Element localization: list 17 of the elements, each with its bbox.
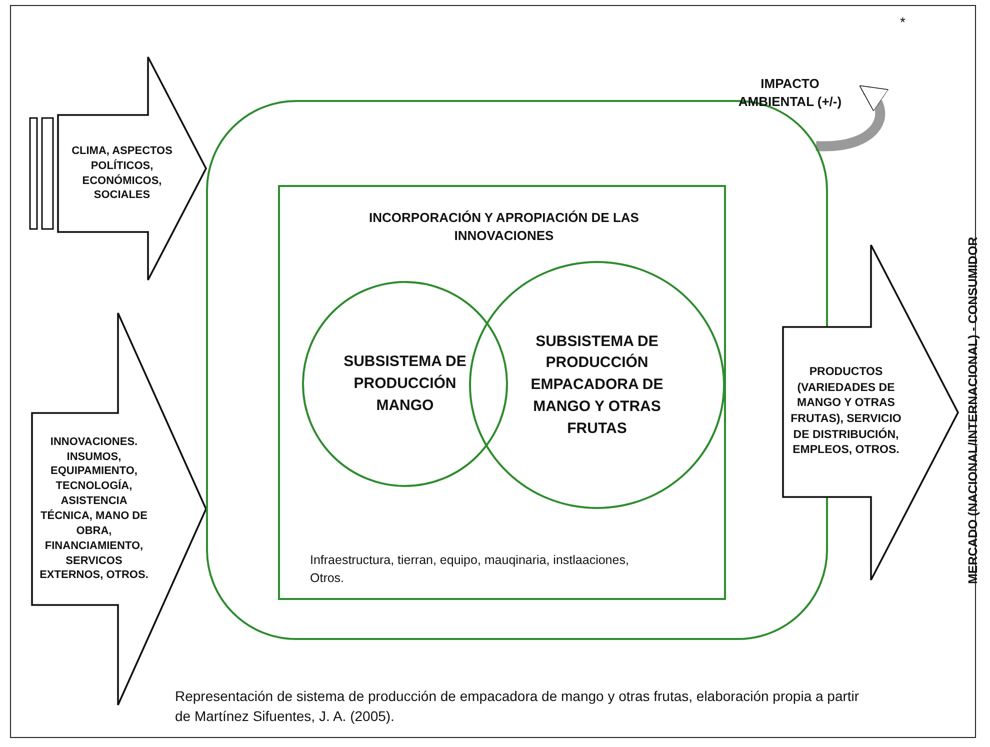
- arrow-text: CLIMA, ASPECTOS POLÍTICOS, ECONÓMICOS, SOCIALES: [70, 144, 174, 204]
- arrow-text: INNOVACIONES. INSUMOS, EQUIPAMIENTO, TECNOLOGÍA, ASISTENCIA TÉCNICA, MANO DE OBRA, FINANCIAMIENTO, SERVICOS EXTERNOS, OTROS.: [38, 434, 150, 584]
- circle-label: SUBSISTEMA DE PRODUCCIÓN EMPACADORA DE MANGO Y OTRAS FRUTAS: [530, 332, 664, 439]
- system-box: [278, 185, 726, 600]
- box-note: Infraestructura, tierran, equipo, mauqinaria, instlaaciones, Otros.: [310, 552, 630, 588]
- box-title: INCORPORACIÓN Y APROPIACIÓN DE LAS INNOVACIONES: [368, 209, 640, 246]
- caption: Representación de sistema de producción de empacadora de mango y otras frutas, elaboración propia a partir de Martínez Sifuentes, J. A. (2005).: [175, 687, 860, 726]
- footnote-mark: *: [900, 14, 906, 30]
- curved-arrow: [816, 84, 889, 152]
- arrow-text: PRODUCTOS (VARIEDADES DE MANGO Y OTRAS FRUTAS), SERVICIO DE DISTRIBUCIÓN, EMPLEOS, OTROS.: [790, 365, 902, 458]
- impact-label: IMPACTO AMBIENTAL (+/-): [737, 74, 843, 111]
- circle-label: SUBSISTEMA DE PRODUCCIÓN MANGO: [342, 352, 468, 416]
- venn-circle: [469, 261, 725, 509]
- block-arrow: [28, 57, 206, 280]
- venn-circle: [302, 281, 508, 487]
- market-label: MERCADO (NACIONAL/INTERNACIONAL) - CONSUMIDOR: [966, 235, 980, 586]
- block-arrow: [783, 245, 958, 580]
